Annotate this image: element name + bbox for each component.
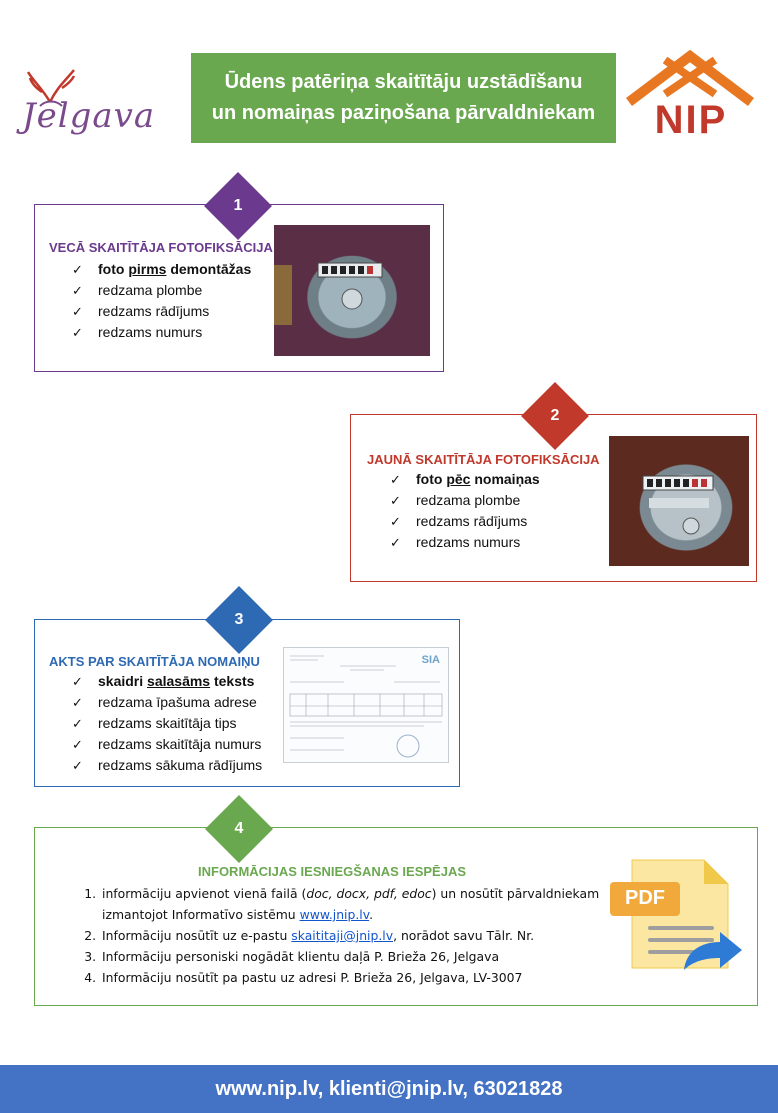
list-item: ✓redzama plombe: [72, 280, 251, 301]
list-item: ✓redzams skaitītāja numurs: [72, 734, 262, 755]
list-item: ✓redzams numurs: [390, 532, 540, 553]
check-icon: ✓: [390, 535, 401, 550]
check-icon: ✓: [72, 262, 83, 277]
step2-number: 2: [550, 407, 560, 424]
list-item: ✓redzama īpašuma adrese: [72, 692, 262, 713]
logo-right-text: NIP: [654, 98, 728, 142]
step4-title: INFORMĀCIJAS IESNIEGŠANAS IESPĒJAS: [198, 864, 466, 879]
jelgava-logo: Jelgava: [12, 62, 182, 144]
new-meter-photo: [609, 436, 749, 566]
check-icon: ✓: [72, 283, 83, 298]
list-item: ✓foto pirms demontāžas: [72, 259, 251, 280]
step1-title: VECĀ SKAITĪTĀJA FOTOFIKSĀCIJA: [49, 240, 273, 255]
house-roof-icon: [625, 49, 755, 146]
check-icon: ✓: [390, 472, 401, 487]
list-item: ✓redzams sākuma rādījums: [72, 755, 262, 776]
list-item: Informāciju nosūtīt pa pastu uz adresi P…: [100, 967, 620, 988]
list-item: ✓skaidri salasāms teksts: [72, 671, 262, 692]
check-icon: ✓: [72, 325, 83, 340]
check-icon: ✓: [390, 514, 401, 529]
check-icon: ✓: [390, 493, 401, 508]
footer-contacts: www.nip.lv, klienti@jnip.lv, 63021828: [0, 1065, 778, 1113]
list-item: ✓redzams rādījums: [72, 301, 251, 322]
list-item: ✓redzams skaitītāja tips: [72, 713, 262, 734]
step1-number: 1: [233, 197, 243, 214]
old-meter-photo: [274, 225, 430, 356]
logo-left-word: Jelgava: [22, 96, 156, 136]
step4-options-list: informāciju apvienot vienā failā (doc, d…: [72, 883, 620, 988]
check-icon: ✓: [72, 695, 83, 710]
nip-logo: NIP: [625, 49, 755, 150]
list-item: Informāciju personiski nogādāt klientu d…: [100, 946, 620, 967]
list-item: ✓redzams rādījums: [390, 511, 540, 532]
check-icon: ✓: [72, 674, 83, 689]
check-icon: ✓: [72, 737, 83, 752]
page-title: Ūdens patēriņa skaitītāju uzstādīšanu un…: [191, 53, 616, 143]
sia-logo-icon: SIA: [421, 654, 440, 666]
list-item: ✓foto pēc nomaiņas: [390, 469, 540, 490]
check-icon: ✓: [72, 304, 83, 319]
step4-number: 4: [234, 820, 244, 837]
step3-title: AKTS PAR SKAITĪTĀJA NOMAIŅU: [49, 654, 260, 669]
footer-text: www.nip.lv, klienti@jnip.lv, 63021828: [215, 1077, 563, 1100]
deer-antler-icon: [26, 69, 76, 107]
list-item: ✓redzama plombe: [390, 490, 540, 511]
list-item: Informāciju nosūtīt uz e-pastu skaititaj…: [100, 925, 620, 946]
title-line-1: Ūdens patēriņa skaitītāju uzstādīšanu: [224, 71, 583, 93]
jnip-website-link[interactable]: www.jnip.lv: [299, 907, 370, 922]
pdf-label: PDF: [625, 887, 665, 909]
email-link[interactable]: skaititaji@jnip.lv: [291, 928, 394, 943]
step2-title: JAUNĀ SKAITĪTĀJA FOTOFIKSĀCIJA: [367, 452, 600, 467]
replacement-act-document-image: SIA: [283, 647, 449, 763]
title-line-2: un nomaiņas paziņošana pārvaldniekam: [211, 102, 596, 124]
check-icon: ✓: [72, 758, 83, 773]
check-icon: ✓: [72, 716, 83, 731]
step1-checklist: ✓foto pirms demontāžas ✓redzama plombe ✓…: [72, 259, 251, 343]
pdf-share-icon: PDF: [604, 856, 744, 976]
step3-checklist: ✓skaidri salasāms teksts ✓redzama īpašum…: [72, 671, 262, 776]
step3-number: 3: [234, 611, 244, 628]
step2-checklist: ✓foto pēc nomaiņas ✓redzama plombe ✓redz…: [390, 469, 540, 553]
list-item: ✓redzams numurs: [72, 322, 251, 343]
list-item: informāciju apvienot vienā failā (doc, d…: [100, 883, 620, 925]
